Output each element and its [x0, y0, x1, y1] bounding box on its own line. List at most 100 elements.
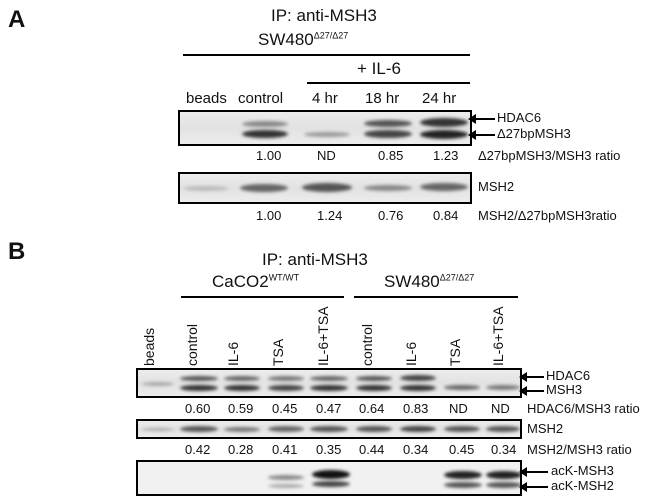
band [142, 428, 174, 431]
panel-b-blot1-label: MSH3 [546, 382, 583, 397]
panel-b-ratio1-value: 0.64 [359, 401, 385, 416]
panel-b-blot1-label: HDAC6 [546, 368, 591, 383]
band [310, 426, 348, 432]
panel-b-ratio2-value: 0.34 [491, 442, 517, 457]
arrow-icon [468, 130, 495, 140]
band [268, 484, 304, 488]
panel-a-ratio2-value: 0.76 [378, 208, 404, 223]
band [400, 426, 436, 432]
panel-a-treatment-rule [307, 82, 470, 84]
panel-a-blot2-label: MSH2 [478, 179, 515, 194]
band [444, 385, 480, 390]
band [420, 183, 468, 191]
panel-b-ratio1-value: ND [449, 401, 468, 416]
panel-b-lane-label: IL-6+TSA [490, 306, 506, 366]
panel-b-ratio2-value: 0.41 [272, 442, 298, 457]
band [364, 120, 412, 127]
band [224, 385, 260, 391]
panel-a-ratio2-value: 1.24 [317, 208, 343, 223]
band [486, 426, 520, 432]
arrow-icon [519, 372, 544, 382]
panel-a-ratio1-value: 0.85 [378, 148, 404, 163]
panel-b-ratio1-value: 0.45 [272, 401, 298, 416]
band [400, 375, 436, 381]
band [444, 471, 482, 479]
panel-b-blot-hdac6-msh3 [136, 368, 522, 398]
panel-b-group2: SW480Δ27/Δ27 [384, 272, 475, 291]
arrow-icon [468, 114, 495, 124]
panel-b-ratio1-value: 0.59 [228, 401, 254, 416]
band [142, 382, 174, 386]
band [224, 427, 260, 432]
band [356, 385, 392, 391]
panel-b-group2-rule [354, 296, 518, 298]
panel-b-ratio2-value: 0.42 [185, 442, 211, 457]
panel-a-ip-title: IP: anti-MSH3 [271, 6, 377, 25]
panel-b-ratio2-value: 0.28 [228, 442, 254, 457]
panel-a-blot-msh2 [178, 172, 472, 204]
arrow-icon [519, 482, 548, 492]
panel-b-lane-label: beads [141, 327, 157, 366]
panel-b-blot2-label: MSH2 [527, 421, 564, 436]
panel-a-cell-line-rule [183, 54, 470, 56]
band [312, 470, 350, 479]
panel-a-blot1-label: HDAC6 [497, 110, 542, 125]
band [486, 385, 520, 390]
panel-b-ratio2-label: MSH2/MSH3 ratio [527, 442, 632, 457]
panel-b-ratio2-value: 0.35 [316, 442, 342, 457]
panel-b-lane-label: control [359, 323, 375, 366]
band [242, 130, 288, 138]
panel-b-lane-label: TSA [447, 338, 463, 366]
panel-a-ratio1-label: Δ27bpMSH3/MSH3 ratio [478, 148, 621, 163]
arrow-icon [519, 467, 548, 477]
panel-b-lane-label: IL-6 [403, 341, 419, 366]
panel-b-blot3-label: acK-MSH3 [551, 463, 614, 478]
panel-b-ip-title: IP: anti-MSH3 [262, 250, 368, 269]
panel-a-ratio1-value: 1.00 [256, 148, 282, 163]
band [420, 130, 468, 139]
band [242, 121, 288, 127]
panel-a-treatment-label: + IL-6 [357, 59, 401, 78]
panel-b-ratio1-value: 0.83 [403, 401, 429, 416]
panel-a-ratio1-value: 1.23 [433, 148, 459, 163]
panel-b-lane-label: IL-6+TSA [315, 306, 331, 366]
panel-b-group1-rule [181, 296, 344, 298]
band [420, 118, 468, 127]
band [444, 426, 480, 432]
panel-b-ratio2-value: 0.34 [403, 442, 429, 457]
band [310, 376, 348, 381]
band [486, 471, 520, 479]
panel-b-blot3-label: acK-MSH2 [551, 478, 614, 493]
band [180, 385, 218, 391]
band [268, 475, 304, 480]
arrow-icon [519, 386, 544, 396]
band [240, 184, 288, 192]
panel-b-lane-label: IL-6 [225, 341, 241, 366]
panel-b-letter: B [8, 238, 26, 265]
panel-b-ratio1-value: 0.47 [316, 401, 342, 416]
band [304, 132, 350, 137]
band [184, 186, 228, 191]
band [364, 130, 412, 138]
panel-a-lane-label: 24 hr [422, 90, 457, 107]
panel-b-ratio2-value: 0.44 [359, 442, 385, 457]
band [400, 385, 436, 391]
panel-a-letter: A [8, 6, 26, 33]
band [180, 426, 218, 432]
panel-b-blot-msh2 [136, 419, 522, 439]
band [268, 376, 304, 381]
panel-a-lane-label: control [238, 90, 284, 107]
panel-b-ratio1-value: 0.60 [185, 401, 211, 416]
panel-a-lane-label: beads [186, 90, 227, 107]
band [356, 426, 392, 432]
band [180, 376, 218, 381]
panel-b-group1: CaCO2WT/WT [212, 272, 300, 291]
panel-b-ratio2-value: 0.45 [449, 442, 475, 457]
panel-a-lane-label: 4 hr [312, 90, 338, 107]
panel-b-lane-label: TSA [270, 338, 286, 366]
panel-a-ratio2-value: 0.84 [433, 208, 459, 223]
panel-a-blot1-label: Δ27bpMSH3 [497, 126, 571, 141]
band [302, 183, 352, 192]
band [312, 481, 350, 487]
band [268, 385, 304, 391]
